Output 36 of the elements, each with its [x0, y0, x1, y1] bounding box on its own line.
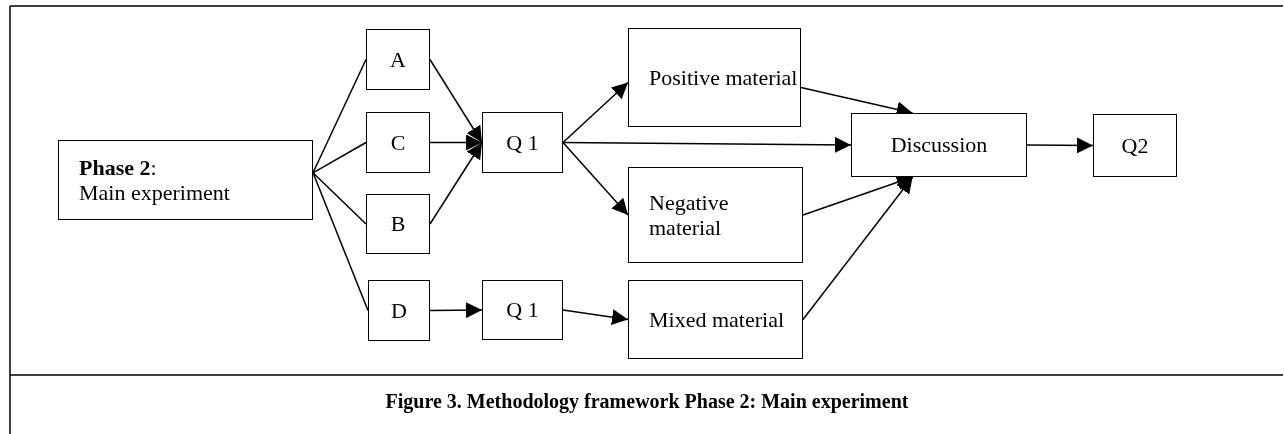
node-text: C: [390, 129, 406, 156]
node-text: Main experiment: [79, 180, 231, 206]
arrow: [429, 141, 483, 225]
process-box: [368, 280, 430, 341]
node-text: Discussion: [890, 132, 988, 158]
process-box: [366, 112, 430, 173]
node-text: Q 1: [506, 297, 539, 323]
process-box: [1093, 114, 1177, 177]
arrow: [562, 81, 629, 144]
arrow: [562, 141, 629, 216]
process-box: [366, 194, 430, 254]
process-box: [628, 28, 801, 127]
arrow: [429, 302, 483, 319]
arrow: [429, 58, 483, 144]
process-box: [482, 112, 563, 173]
arrow: [802, 176, 914, 321]
arrow: [562, 309, 629, 326]
node-text: Phase 2:: [79, 154, 158, 180]
process-box: [58, 140, 313, 220]
node-text: Mixed material: [649, 306, 785, 333]
node-text: Q2: [1121, 132, 1149, 159]
arrow: [562, 136, 852, 153]
node-text: D: [391, 297, 407, 324]
node-text: A: [390, 46, 406, 73]
figure-caption: Figure 3. Methodology framework Phase 2: Main experiment: [384, 390, 910, 413]
arrow: [1026, 137, 1094, 154]
process-box: [628, 280, 803, 359]
node-text: Q 1: [506, 129, 539, 156]
node-text: B: [390, 211, 406, 237]
arrow: [429, 134, 483, 151]
process-box: [628, 167, 803, 263]
process-box: [366, 29, 430, 90]
process-box: [851, 113, 1027, 177]
process-box: [482, 280, 563, 340]
node-text: Positive material: [649, 64, 799, 91]
node-text: Negative material: [649, 189, 730, 241]
